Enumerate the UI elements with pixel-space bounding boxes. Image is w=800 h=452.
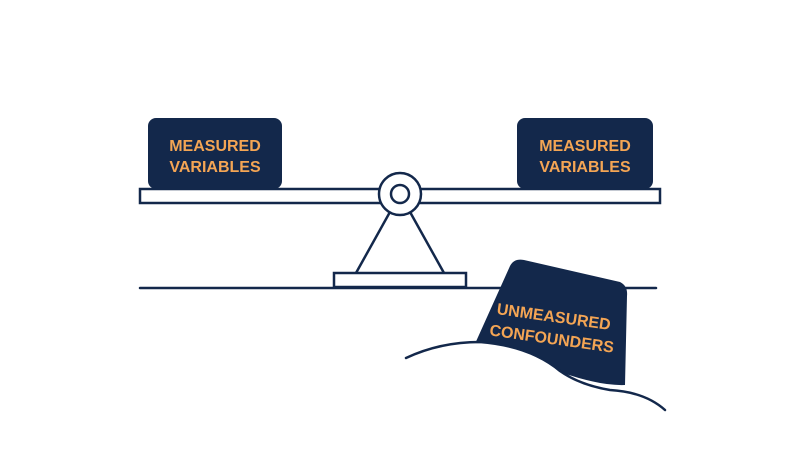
scale-base-plate: [332, 271, 468, 289]
right-box-line2: VARIABLES: [539, 159, 631, 176]
dirt-mound-outline: [404, 340, 667, 412]
right-measured-box: MEASURED VARIABLES: [517, 118, 653, 189]
left-box-line2: VARIABLES: [169, 159, 261, 176]
left-box-line1: MEASURED: [169, 138, 261, 155]
dirt-mound: [406, 342, 665, 447]
pivot-circle-icon: [377, 171, 423, 217]
left-measured-box: MEASURED VARIABLES: [148, 118, 282, 189]
right-box-line1: MEASURED: [539, 138, 631, 155]
